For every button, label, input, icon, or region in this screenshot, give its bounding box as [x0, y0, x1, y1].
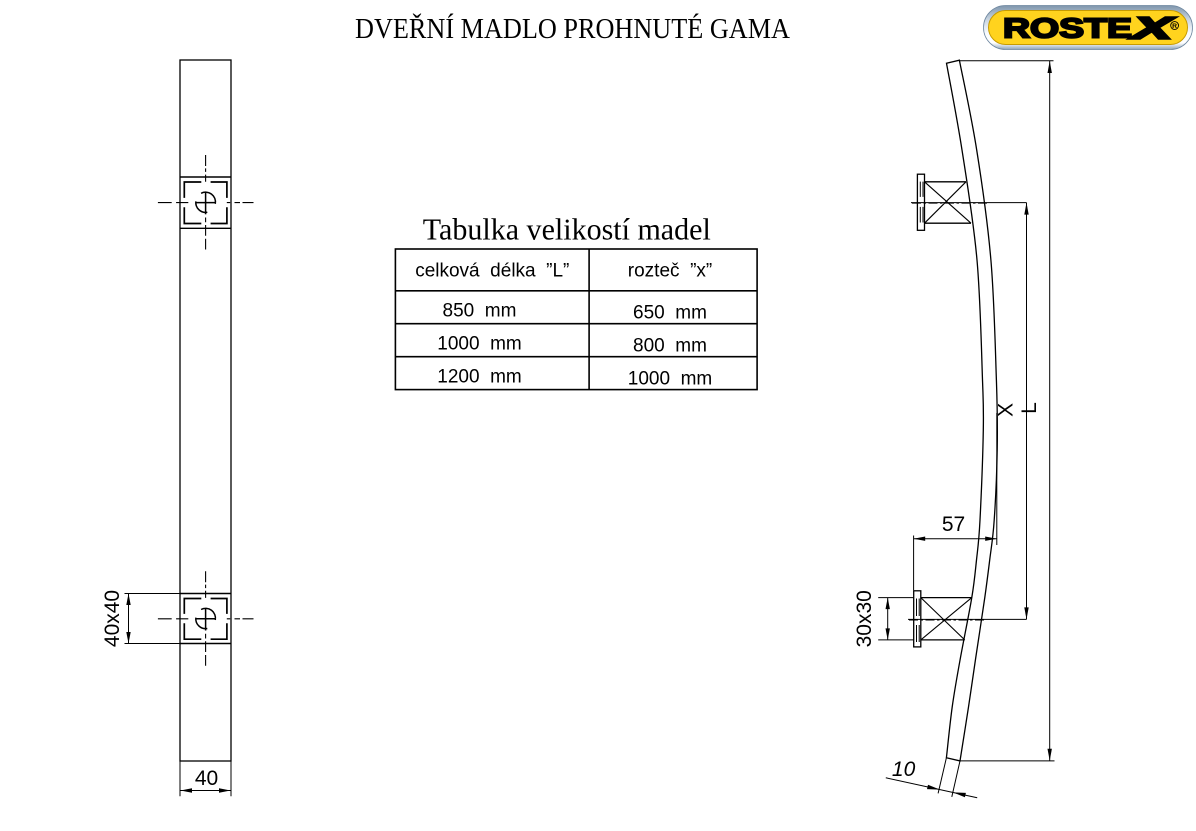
- svg-text:X: X: [1129, 11, 1176, 46]
- svg-text:1000 mm: 1000 mm: [437, 334, 521, 355]
- svg-text:850 mm: 850 mm: [443, 301, 517, 322]
- svg-text:40x40: 40x40: [101, 590, 124, 647]
- svg-text:10: 10: [892, 758, 916, 781]
- svg-text:celková délka ”L”: celková délka ”L”: [415, 261, 569, 282]
- svg-text:X: X: [995, 403, 1018, 417]
- svg-text:R: R: [1172, 23, 1177, 30]
- svg-text:57: 57: [942, 513, 965, 536]
- svg-text:1000 mm: 1000 mm: [628, 369, 712, 390]
- svg-text:40: 40: [195, 767, 218, 790]
- svg-text:DVEŘNÍ MADLO PROHNUTÉ GAMA: DVEŘNÍ MADLO PROHNUTÉ GAMA: [355, 12, 790, 45]
- svg-text:Tabulka velikostí madel: Tabulka velikostí madel: [423, 212, 711, 247]
- svg-text:30x30: 30x30: [853, 590, 876, 647]
- svg-text:650 mm: 650 mm: [633, 303, 707, 324]
- svg-text:800 mm: 800 mm: [633, 336, 707, 357]
- svg-text:1200 mm: 1200 mm: [437, 367, 521, 388]
- svg-text:ROSTE: ROSTE: [1003, 12, 1132, 43]
- svg-text:L: L: [1018, 402, 1041, 414]
- svg-text:rozteč ”x”: rozteč ”x”: [628, 261, 712, 282]
